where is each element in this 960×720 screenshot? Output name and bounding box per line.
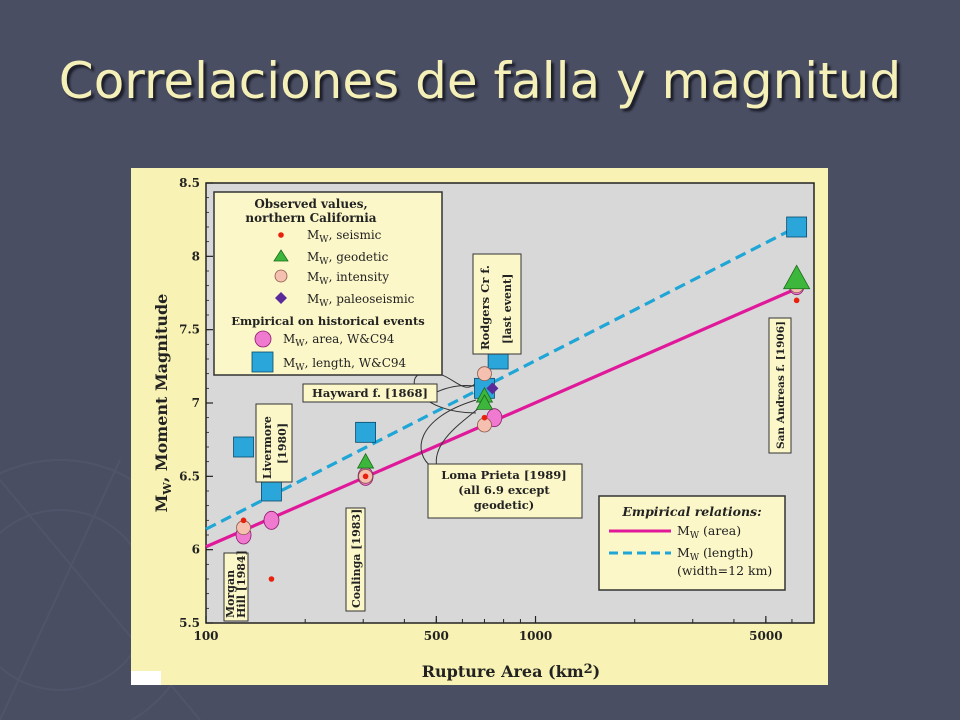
annotation-loma-prieta: Loma Prieta [1989] (all 6.9 except geode…: [427, 463, 583, 519]
x-tick-label: 1000: [519, 629, 552, 643]
y-axis-label: MW, Moment Magnitude: [152, 294, 174, 513]
annotation-rodgers: Rodgers Cr f. [last event]: [472, 253, 522, 355]
legend-geodetic-label: MW, geodetic: [307, 250, 389, 267]
length-marker: [261, 480, 282, 502]
legend-relations: Empirical relations: MW (area) MW (lengt…: [598, 495, 786, 591]
legend-intensity-label: MW, intensity: [307, 270, 389, 287]
annotation-livermore: Livermore [1980]: [255, 403, 293, 483]
relations-length-label: MW (length): [677, 545, 753, 563]
legend-intensity-marker: [274, 269, 288, 283]
line-length: [205, 225, 798, 531]
legend-paleoseismic-marker: [275, 292, 287, 304]
geodetic-marker: [356, 452, 375, 469]
legend-area-marker: [254, 330, 272, 348]
intensity-marker: [477, 366, 492, 382]
length-marker: [355, 421, 376, 443]
figure-corner-mark: [131, 671, 161, 685]
svg-text:Rodgers Cr f.: Rodgers Cr f.: [478, 265, 492, 350]
annotation-hayward: Hayward f. [1868]: [302, 383, 438, 403]
slide-title: Correlaciones de falla y magnitud: [58, 52, 902, 110]
paleoseismic-marker: [486, 382, 499, 395]
svg-text:San Andreas f. [1906]: San Andreas f. [1906]: [775, 321, 787, 449]
y-tick-label: 8: [192, 249, 200, 263]
geodetic-marker: [475, 394, 494, 410]
data-markers: [233, 216, 811, 582]
y-tick-label: 6: [192, 543, 200, 557]
seismic-marker: [793, 297, 800, 304]
y-tick-label: 8.5: [179, 176, 200, 190]
length-marker: [233, 436, 254, 458]
figure: 100 500 1000 5000 5.5 6 6.5 7 7.5 8 8.5 Rupture Ar…: [131, 168, 828, 685]
svg-text:Hayward f. [1868]: Hayward f. [1868]: [312, 386, 428, 400]
svg-text:[1980]: [1980]: [276, 423, 289, 464]
legend-length-label: MW, length, W&C94: [283, 356, 407, 373]
seismic-marker: [240, 517, 247, 524]
svg-text:(all 6.9 except: (all 6.9 except: [458, 483, 550, 497]
svg-text:Coalinga [1983]: Coalinga [1983]: [350, 509, 363, 608]
geodetic-marker: [782, 264, 811, 290]
svg-text:Loma Prieta [1989]: Loma Prieta [1989]: [441, 468, 566, 482]
relations-area-label: MW (area): [677, 523, 741, 541]
annotation-san-andreas: San Andreas f. [1906]: [768, 317, 792, 454]
x-axis-label: Rupture Area (km2): [422, 662, 601, 681]
seismic-marker: [362, 473, 369, 480]
y-tick-label: 6.5: [179, 469, 200, 483]
svg-text:geodetic): geodetic): [474, 498, 535, 512]
seismic-marker: [481, 414, 488, 421]
legend-seismic-label: MW, seismic: [307, 228, 382, 245]
length-marker: [786, 216, 808, 238]
legend-geodetic-marker: [273, 249, 289, 262]
svg-text:Livermore: Livermore: [261, 416, 274, 479]
x-tick-label: 100: [193, 629, 218, 643]
x-tick-label: 5000: [749, 629, 782, 643]
annotation-coalinga: Coalinga [1983]: [345, 507, 366, 612]
legend-title-2: northern California: [245, 211, 376, 225]
y-tick-label: 7.5: [179, 323, 200, 337]
y-tick-label: 5.5: [179, 616, 200, 630]
legend-area-label: MW, area, W&C94: [283, 332, 395, 349]
legend-title-1: Observed values,: [254, 197, 367, 211]
area-marker: [263, 510, 280, 530]
relations-note: (width=12 km): [677, 563, 772, 578]
svg-text:[last event]: [last event]: [501, 274, 514, 344]
legend-empirical-title: Empirical on historical events: [231, 314, 425, 328]
magnitude-area-chart: 100 500 1000 5000 5.5 6 6.5 7 7.5 8 8.5 Rupture Ar…: [131, 176, 815, 685]
legend-observed: Observed values, northern California MW,…: [213, 191, 443, 376]
seismic-marker: [268, 576, 275, 582]
svg-text:Morgan: Morgan: [224, 570, 237, 618]
axis-ticks: 100 500 1000 5000 5.5 6 6.5 7 7.5 8 8.5: [179, 176, 815, 643]
y-tick-label: 7: [192, 396, 200, 410]
legend-length-marker: [251, 351, 274, 373]
annotation-morgan-hill: Morgan Hill [1984]: [223, 550, 249, 622]
svg-text:Hill [1984]: Hill [1984]: [235, 550, 248, 618]
legend-paleoseismic-label: MW, paleoseismic: [307, 292, 415, 309]
relations-title: Empirical relations:: [621, 504, 761, 519]
legend-seismic-marker: [278, 232, 284, 238]
x-tick-label: 500: [424, 629, 449, 643]
